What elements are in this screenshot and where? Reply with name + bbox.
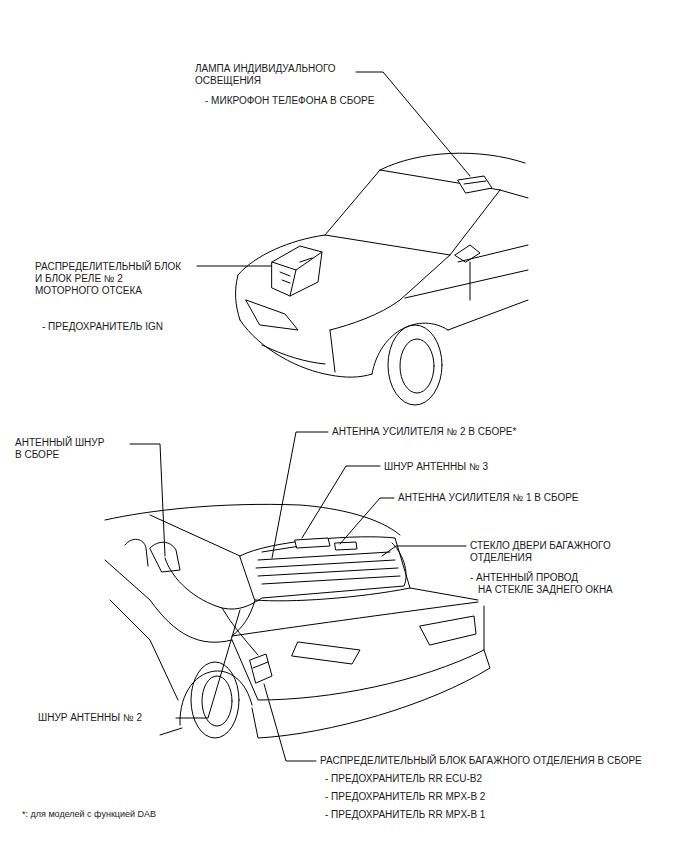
front-car-outline xyxy=(246,300,298,330)
rear-car-outline xyxy=(125,539,148,566)
footnote: *: для моделей с функцией DAB xyxy=(22,809,156,820)
label-line: ЛАМПА ИНДИВИДУАЛЬНОГО xyxy=(195,63,336,75)
front-car-outline xyxy=(330,255,450,330)
rear-car-outline xyxy=(105,504,490,738)
part-label: АНТЕННА УСИЛИТЕЛЯ № 1 В СБОРЕ xyxy=(398,492,579,504)
antenna-cord xyxy=(222,608,258,655)
part-label: ШНУР АНТЕННЫ № 3 xyxy=(384,461,488,473)
front-car-outline xyxy=(236,153,528,405)
leader-line xyxy=(197,72,470,266)
luggage-junction-block xyxy=(250,654,272,683)
front-car-outline xyxy=(262,345,325,364)
part-label: - ПРЕДОХРАНИТЕЛЬ RR MPX-B 1 xyxy=(325,809,485,821)
engine-relay-block xyxy=(272,246,322,296)
front-car-outline xyxy=(450,190,500,255)
label-line: МОТОРНОГО ОТСЕКА xyxy=(35,285,181,297)
rear-car-outline xyxy=(252,650,490,738)
label-line: РАСПРЕДЕЛИТЕЛЬНЫЙ БЛОК xyxy=(35,261,181,273)
front-car-outline xyxy=(330,330,335,372)
leader-line xyxy=(264,684,316,761)
part-label: ЛАМПА ИНДИВИДУАЛЬНОГО ОСВЕЩЕНИЯ xyxy=(195,63,336,87)
part-label: АНТЕННА УСИЛИТЕЛЯ № 2 В СБОРЕ* xyxy=(332,426,516,438)
part-label: ШНУР АНТЕННЫ № 2 xyxy=(38,712,142,724)
part-label: РАСПРЕДЕЛИТЕЛЬНЫЙ БЛОК БАГАЖНОГО ОТДЕЛЕН… xyxy=(320,755,642,767)
front-car-outline xyxy=(240,320,372,377)
front-car-outline xyxy=(372,323,448,374)
luggage-junction-block xyxy=(250,654,272,683)
interior-lamp xyxy=(458,176,492,193)
leader-line xyxy=(382,546,466,556)
rear-car-outline xyxy=(256,546,400,584)
leader-line xyxy=(272,432,328,558)
engine-relay-block xyxy=(272,252,322,270)
front-car-outline xyxy=(448,300,528,330)
part-label: - АНТЕННЫЙ ПРОВОД НА СТЕКЛЕ ЗАДНЕГО ОКНА xyxy=(470,572,613,596)
label-line: ОТДЕЛЕНИЯ xyxy=(470,552,611,564)
rear-car-outline xyxy=(191,662,239,738)
front-car-outline xyxy=(400,339,434,393)
leader-line xyxy=(130,432,466,761)
label-line: СТЕКЛО ДВЕРИ БАГАЖНОГО xyxy=(470,540,611,552)
front-car-outline xyxy=(470,262,471,300)
label-line: ОСВЕЩЕНИЯ xyxy=(195,75,336,87)
front-car-outline xyxy=(325,235,450,255)
antenna-cord xyxy=(165,543,406,655)
rear-car-outline xyxy=(105,560,232,642)
label-line: В СБОРЕ xyxy=(15,449,104,461)
engine-relay-block xyxy=(272,246,322,296)
leader-line xyxy=(197,266,271,267)
rear-car-outline xyxy=(232,606,484,700)
amplifier-box xyxy=(295,538,357,550)
antenna-cord xyxy=(165,543,406,609)
part-label: РАСПРЕДЕЛИТЕЛЬНЫЙ БЛОК И БЛОК РЕЛЕ № 2 М… xyxy=(35,261,181,297)
label-line: И БЛОК РЕЛЕ № 2 xyxy=(35,273,181,285)
interior-lamp xyxy=(464,181,486,184)
rear-car-outline xyxy=(292,642,360,664)
part-label: - ПРЕДОХРАНИТЕЛЬ RR MPX-B 2 xyxy=(325,791,485,803)
part-label: - ПРЕДОХРАНИТЕЛЬ IGN xyxy=(42,321,163,333)
interior-lamp xyxy=(458,176,492,193)
label-line: АНТЕННЫЙ ШНУР xyxy=(15,437,104,449)
front-car-outline xyxy=(458,245,528,262)
leader-line xyxy=(340,498,394,544)
front-car-outline xyxy=(325,170,380,235)
part-label: - МИКРОФОН ТЕЛЕФОНА В СБОРЕ xyxy=(205,95,374,107)
rear-car-outline xyxy=(410,588,478,600)
label-line: - АНТЕННЫЙ ПРОВОД xyxy=(470,572,613,584)
leader-line xyxy=(356,72,470,176)
front-car-outline xyxy=(388,325,442,405)
front-car-outline xyxy=(500,190,528,198)
leader-line xyxy=(302,466,380,538)
rear-car-outline xyxy=(160,728,182,735)
luggage-junction-block xyxy=(253,662,268,668)
part-label: АНТЕННЫЙ ШНУР В СБОРЕ xyxy=(15,437,104,461)
engine-relay-block xyxy=(290,270,296,296)
part-label: - ПРЕДОХРАНИТЕЛЬ RR ECU-B2 xyxy=(325,773,482,785)
rear-car-outline xyxy=(110,600,178,700)
rear-car-outline xyxy=(240,537,410,601)
engine-relay-block xyxy=(280,258,312,283)
front-car-outline xyxy=(405,270,528,298)
amplifier-box xyxy=(335,542,357,550)
part-label: СТЕКЛО ДВЕРИ БАГАЖНОГО ОТДЕЛЕНИЯ xyxy=(470,540,611,564)
amplifier-box xyxy=(295,538,330,548)
rear-car-outline xyxy=(232,602,478,636)
label-line: НА СТЕКЛЕ ЗАДНЕГО ОКНА xyxy=(470,584,613,596)
front-car-outline xyxy=(236,275,240,320)
leader-line xyxy=(130,444,165,556)
rear-car-outline xyxy=(420,616,476,645)
rear-car-outline xyxy=(232,600,255,636)
rear-car-outline xyxy=(105,504,400,535)
leader-line xyxy=(176,610,240,718)
